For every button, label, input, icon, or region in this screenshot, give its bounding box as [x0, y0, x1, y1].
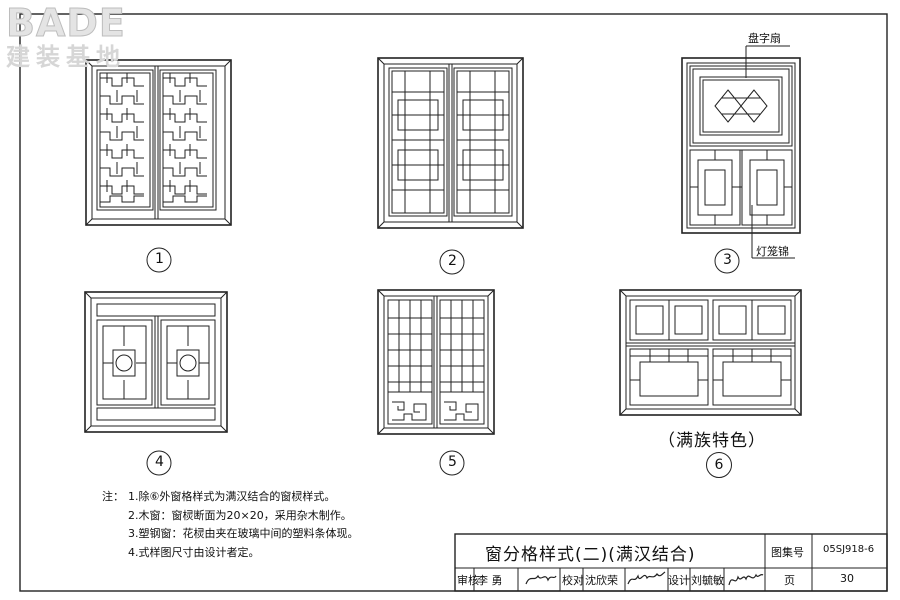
sheet-border [19, 13, 888, 592]
window-1 [85, 59, 232, 226]
logo-subtitle: 建装基地 [6, 43, 126, 71]
figure-1-number: 1 [155, 251, 164, 267]
window-4 [84, 291, 228, 433]
check-label: 校对 [562, 574, 584, 587]
note-item: 2.木窗：窗棂断面为20×20，采用杂木制作。 [128, 508, 352, 522]
callout-top-label: 盘字扇 [748, 32, 781, 45]
note-item: 3.塑钢窗：花棂由夹在玻璃中间的塑料条体现。 [128, 527, 359, 540]
design-label: 设计 [668, 574, 690, 587]
notes-block: 注： 1.除⑥外窗格样式为满汉结合的窗棂样式。 2.木窗：窗棂断面为20×20，采… [102, 488, 359, 562]
signature-designer [728, 573, 764, 586]
window-6 [619, 289, 802, 416]
title-block: 窗分格样式(二)(满汉结合) 图集号 05SJ918-6 审核 李 勇 校对 沈… [455, 534, 887, 590]
figure-3-number: 3 [723, 252, 732, 268]
note-item: 4.式样图尺寸由设计者定。 [128, 545, 260, 559]
callout-bottom-label: 灯笼锦 [756, 245, 789, 258]
page-label: 页 [784, 574, 795, 587]
window-2 [377, 57, 524, 229]
figure-6-caption: （满族特色） [658, 431, 766, 451]
designer-name: 刘毓敏 [691, 574, 724, 587]
checker-name: 沈欣荣 [585, 574, 618, 587]
notes-heading: 注： [102, 490, 124, 503]
figure-5-circle [439, 450, 465, 476]
reviewer-name: 李 勇 [477, 574, 503, 587]
figure-2-number: 2 [448, 253, 457, 269]
page-number: 30 [840, 572, 854, 585]
review-label: 审核 [457, 574, 479, 587]
figure-5-number: 5 [448, 454, 457, 470]
bade-logo: BADE 建装基地 [6, 4, 126, 72]
figure-2-circle [439, 249, 465, 275]
signature-reviewer [525, 574, 557, 585]
figure-6-number: 6 [706, 452, 732, 478]
figure-1-circle [146, 247, 172, 273]
logo-brand: BADE [6, 1, 126, 45]
window-5 [377, 289, 495, 435]
atlas-number: 05SJ918-6 [823, 544, 875, 555]
signature-checker [627, 571, 666, 585]
drawing-title: 窗分格样式(二)(满汉结合) [485, 545, 696, 565]
note-item: 1.除⑥外窗格样式为满汉结合的窗棂样式。 [128, 490, 336, 503]
figure-4-number: 4 [155, 454, 164, 470]
title-block-grid [454, 533, 888, 592]
window-3 [681, 57, 801, 234]
figure-3-circle [714, 248, 740, 274]
figure-4-circle [146, 450, 172, 476]
atlas-label: 图集号 [771, 546, 804, 559]
